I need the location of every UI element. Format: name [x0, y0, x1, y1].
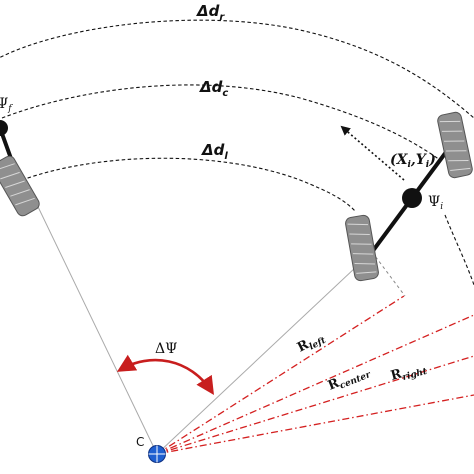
delta-psi-label: ΔΨ	[155, 341, 177, 357]
delta-d-center-label: Δdc	[199, 78, 228, 99]
radius-center-line	[156, 314, 474, 455]
pose-initial-label: (Xi,Yi)	[390, 152, 436, 170]
delta-d-left-label: Δdl	[201, 141, 228, 162]
arc-left-wheel	[21, 157, 357, 213]
center-point-label: C	[136, 435, 144, 449]
radius-extra-line	[156, 394, 474, 455]
arc-center	[1, 84, 441, 161]
right-wheel-initial	[437, 111, 473, 179]
r-center-label: Rcenter	[326, 363, 374, 395]
robot-center-final	[0, 120, 8, 136]
r-right-label: Rright	[389, 360, 429, 386]
spoke-to-initial-pose	[156, 251, 373, 455]
robot-center-initial	[402, 188, 422, 208]
arc-right-edge	[444, 214, 474, 286]
center-marker	[148, 445, 166, 463]
left-wheel-final	[0, 155, 40, 217]
psi-final-label: Ψf	[0, 96, 13, 114]
delta-d-right-label: Δdr	[196, 2, 225, 23]
radius-left-line	[156, 295, 405, 455]
radius-right-line	[156, 355, 474, 455]
rotation-arrow	[116, 354, 214, 396]
arc-right-wheel	[0, 19, 474, 119]
psi-initial-label: Ψi	[428, 194, 443, 212]
heading-arrow	[340, 125, 405, 181]
spoke-to-final-pose	[27, 185, 158, 455]
r-left-label: Rleft	[295, 329, 328, 357]
left-wheel-initial	[345, 214, 379, 282]
